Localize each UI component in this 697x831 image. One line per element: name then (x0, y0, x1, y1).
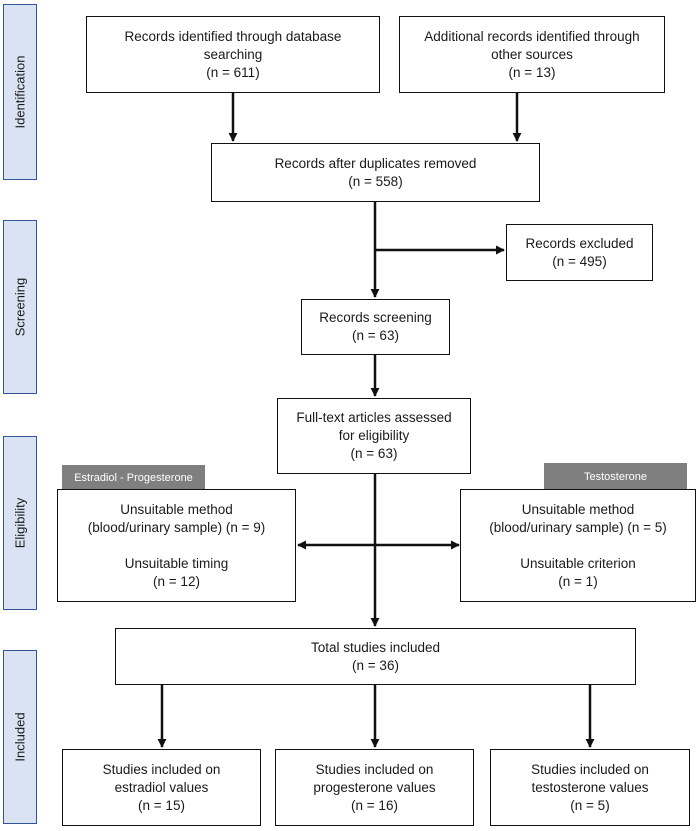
after-duplicates-count: (n = 558) (348, 173, 403, 189)
full-text-line-1: Full-text articles assessed (296, 410, 452, 425)
records-database-count: (n = 611) (206, 64, 260, 80)
screening-count: (n = 63) (352, 328, 399, 343)
records-screening-box: Records screening (n = 63) (301, 299, 450, 355)
stage-identification: Identification (3, 4, 37, 180)
right-exclusion-line-2: (blood/urinary sample) (n = 5) (489, 519, 667, 535)
estradiol-count: (n = 15) (138, 797, 185, 813)
right-exclusion-line-5: (n = 1) (558, 573, 598, 589)
estradiol-progesterone-tab: Estradiol - Progesterone (62, 465, 205, 490)
exclusion-estradiol-progesterone-box: Unsuitable method (blood/urinary sample)… (57, 489, 296, 602)
full-text-count: (n = 63) (350, 446, 398, 461)
estradiol-line-1: Studies included on (102, 761, 221, 777)
stage-screening: Screening (3, 220, 37, 394)
left-exclusion-line-1: Unsuitable method (120, 501, 233, 517)
screening-line-1: Records screening (319, 310, 432, 325)
progesterone-studies-box: Studies included on progesterone values … (275, 749, 474, 826)
records-other-line-2: other sources (491, 46, 573, 62)
testosterone-studies-box: Studies included on testosterone values … (490, 749, 690, 826)
full-text-line-2: for eligibility (338, 428, 410, 443)
right-exclusion-line-4: Unsuitable criterion (520, 555, 636, 571)
total-studies-included-box: Total studies included (n = 36) (115, 628, 636, 685)
estradiol-studies-box: Studies included on estradiol values (n … (62, 749, 261, 826)
records-after-duplicates-box: Records after duplicates removed (n = 55… (211, 143, 540, 202)
records-excluded-box: Records excluded (n = 495) (506, 224, 653, 281)
excluded-line-1: Records excluded (525, 235, 634, 251)
estradiol-line-2: estradiol values (114, 779, 209, 795)
after-duplicates-line-1: Records after duplicates removed (274, 155, 477, 171)
left-exclusion-line-5: (n = 12) (153, 573, 200, 589)
total-line-1: Total studies included (310, 639, 441, 655)
exclusion-testosterone-box: Unsuitable method (blood/urinary sample)… (460, 489, 696, 602)
testosterone-count: (n = 5) (570, 797, 610, 813)
progesterone-count: (n = 16) (351, 797, 398, 813)
records-other-count: (n = 13) (508, 64, 556, 80)
left-exclusion-line-2: (blood/urinary sample) (n = 9) (87, 519, 266, 535)
total-count: (n = 36) (352, 657, 399, 673)
stage-eligibility: Eligibility (3, 436, 37, 610)
records-other-sources-box: Additional records identified through ot… (399, 16, 665, 93)
records-other-line-1: Additional records identified through (424, 28, 640, 44)
records-database-line-1: Records identified through database (124, 28, 342, 44)
progesterone-line-1: Studies included on (315, 761, 434, 777)
records-database-line-2: searching (203, 46, 263, 62)
right-exclusion-line-1: Unsuitable method (521, 501, 635, 517)
testosterone-line-1: Studies included on (531, 761, 649, 777)
records-database-box: Records identified through database sear… (86, 16, 380, 93)
excluded-count: (n = 495) (552, 253, 607, 269)
testosterone-tab: Testosterone (544, 463, 687, 490)
testosterone-line-2: testosterone values (531, 779, 649, 795)
progesterone-line-2: progesterone values (313, 779, 436, 795)
full-text-assessed-box: Full-text articles assessed for eligibil… (277, 398, 471, 474)
stage-included: Included (3, 650, 37, 824)
left-exclusion-line-4: Unsuitable timing (124, 555, 229, 571)
